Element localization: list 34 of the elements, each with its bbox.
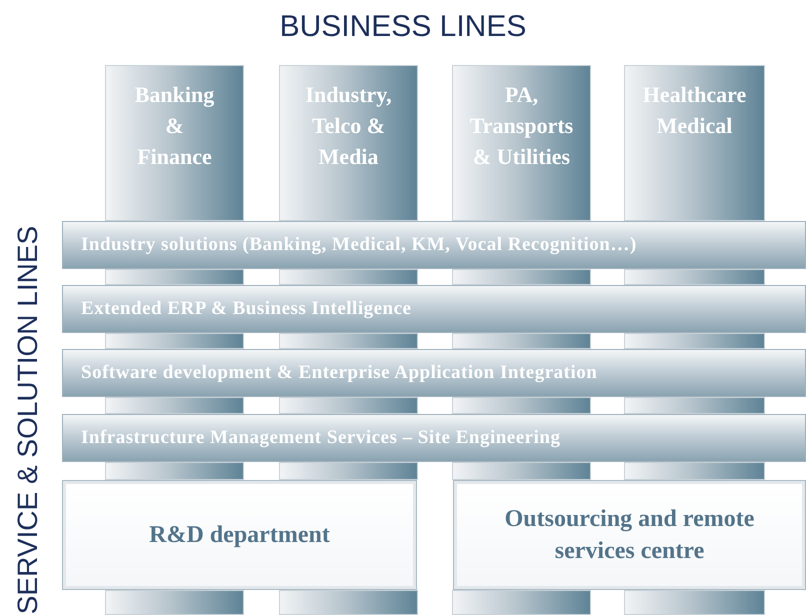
column-bar — [452, 269, 591, 285]
panel-box — [62, 480, 417, 590]
band-label: Industry solutions (Banking, Medical, KM, Vocal Recognition…) — [81, 234, 637, 256]
column-bar — [105, 397, 244, 414]
panel-label: Outsourcing and remote services centre — [504, 505, 756, 566]
column-bar — [105, 590, 244, 615]
column-bar — [105, 462, 244, 480]
band-bar — [62, 349, 806, 397]
column-bar — [624, 590, 765, 615]
column-bar — [624, 333, 765, 349]
column-bar — [624, 462, 765, 480]
band-label: Infrastructure Management Services – Site Engineering — [81, 427, 560, 449]
band-label: Extended ERP & Business Intelligence — [81, 298, 412, 320]
band-label: Software development & Enterprise Application Integration — [81, 362, 598, 384]
column-bar — [279, 462, 418, 480]
column-bar — [279, 590, 418, 615]
column-bar — [279, 333, 418, 349]
column-bar — [624, 397, 765, 414]
column-bar — [279, 269, 418, 285]
band-bar — [62, 285, 806, 333]
column-bar — [105, 269, 244, 285]
column-bar — [624, 269, 765, 285]
column-bar — [452, 333, 591, 349]
panel-box — [453, 480, 806, 590]
band-bar — [62, 414, 806, 462]
diagram-title: BUSINESS LINES — [278, 10, 528, 44]
column-bar — [452, 590, 591, 615]
column-bar — [452, 397, 591, 414]
column-bar — [452, 462, 591, 480]
panel-label: R&D department — [149, 521, 330, 550]
axis-label: SERVICE & SOLUTION LINES — [12, 226, 44, 614]
column-bar — [105, 333, 244, 349]
band-bar — [62, 221, 806, 269]
column-bar — [279, 397, 418, 414]
